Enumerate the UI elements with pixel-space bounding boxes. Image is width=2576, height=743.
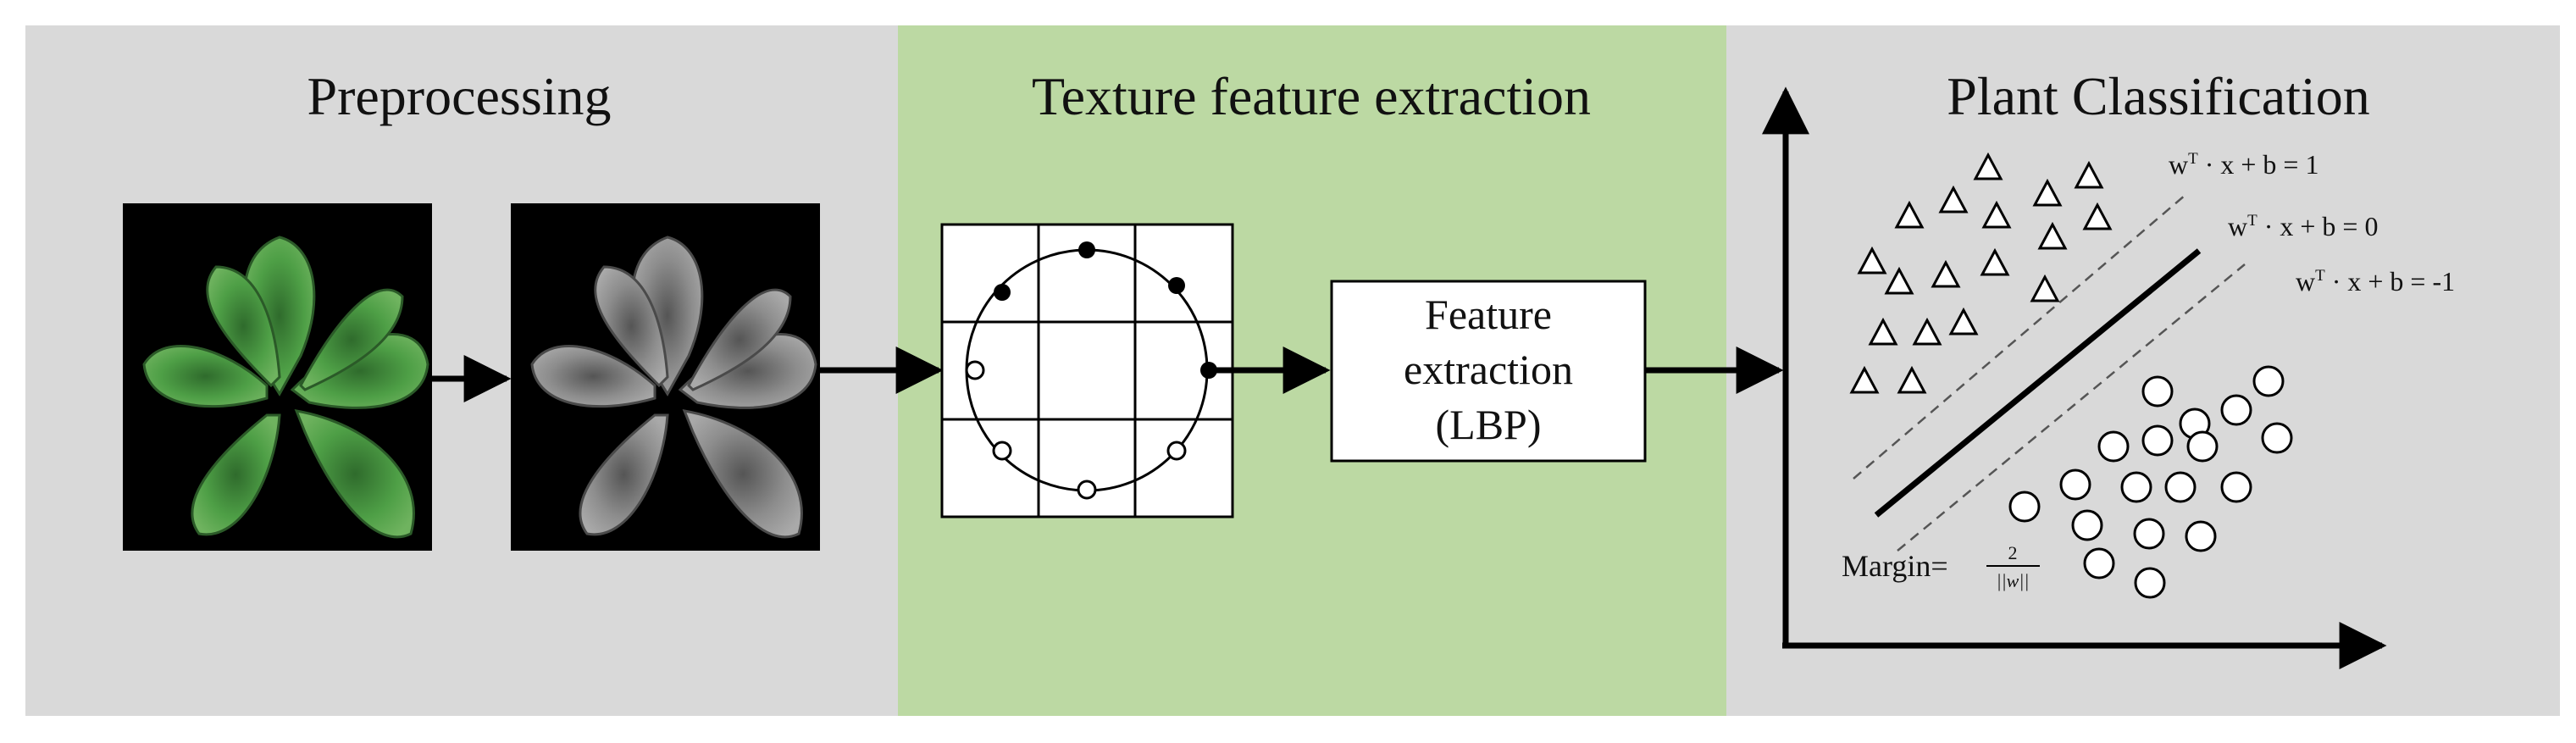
circle-point: [2252, 365, 2285, 397]
triangle-point: [2082, 202, 2113, 230]
classification-title: Plant Classification: [1947, 66, 2370, 126]
triangle-point: [1948, 307, 1979, 335]
lbp-point-open: [1166, 441, 1187, 461]
lbp-point-filled: [1168, 277, 1185, 294]
circle-point: [2097, 430, 2130, 463]
circle-point: [2083, 547, 2115, 579]
equation-middle: wT · x + b = 0: [2228, 211, 2378, 241]
circle-point: [2220, 471, 2252, 503]
margin-denominator: ||w||: [1997, 570, 2030, 591]
margin-label: Margin=: [1842, 549, 1948, 583]
preprocessing-title: Preprocessing: [307, 66, 611, 126]
triangle-point: [1931, 259, 1961, 288]
circle-point: [2186, 430, 2219, 463]
triangle-point: [1894, 200, 1925, 229]
margin-formula: Margin= 2 ||w||: [1842, 542, 2040, 591]
circle-point: [2261, 422, 2293, 454]
triangle-point: [1981, 200, 2012, 229]
triangle-point: [1884, 266, 1914, 295]
lbp-point-open: [992, 441, 1012, 461]
lbp-point-filled: [994, 284, 1011, 301]
grayscale-lettuce-image: [511, 203, 820, 551]
color-lettuce-image: [123, 203, 432, 551]
margin-numerator: 2: [2008, 542, 2018, 563]
hyperplane-decision: [1874, 248, 2202, 518]
feature-extraction-box: Feature extraction (LBP): [1330, 280, 1647, 463]
circle-point: [2071, 509, 2103, 541]
triangle-point: [1938, 185, 1969, 213]
feature-box-line1: Feature: [1425, 291, 1552, 338]
circle-point: [2164, 471, 2197, 503]
triangle-point: [1857, 246, 1887, 274]
triangle-point: [2037, 221, 2068, 250]
circle-point: [2059, 469, 2091, 501]
hyperplane-lower: [1897, 263, 2246, 552]
circle-point: [2120, 471, 2152, 503]
triangle-point: [1912, 317, 1942, 346]
triangle-point: [1980, 247, 2010, 276]
circle-point: [2008, 491, 2041, 523]
triangle-point: [1868, 317, 1898, 346]
circle-point: [2133, 518, 2165, 550]
feature-box-line2: extraction: [1404, 346, 1573, 393]
lbp-point-open: [1077, 480, 1097, 500]
classification-panel: [1726, 25, 2560, 716]
triangle-point: [2074, 160, 2104, 189]
lbp-point-open: [965, 360, 985, 380]
circle-point: [2134, 567, 2166, 599]
circle-point: [2141, 424, 2174, 457]
circle-point: [2220, 394, 2252, 426]
feature-box-line3: (LBP): [1436, 401, 1542, 448]
hyperplane-upper: [1853, 194, 2186, 480]
texture-title: Texture feature extraction: [1032, 66, 1591, 126]
class-triangles: [1849, 152, 2113, 394]
circle-point: [2185, 520, 2217, 552]
circle-point: [2141, 375, 2174, 408]
triangle-point: [1973, 152, 2003, 180]
triangle-point: [1897, 365, 1927, 394]
triangle-point: [2030, 274, 2060, 302]
equation-lower: wT · x + b = -1: [2296, 266, 2455, 297]
lbp-point-filled: [1078, 241, 1095, 258]
triangle-point: [2032, 178, 2063, 207]
equation-upper: wT · x + b = 1: [2169, 149, 2318, 180]
lbp-neighborhood-grid: [940, 223, 1234, 518]
class-circles: [2008, 365, 2293, 599]
triangle-point: [1849, 365, 1880, 394]
